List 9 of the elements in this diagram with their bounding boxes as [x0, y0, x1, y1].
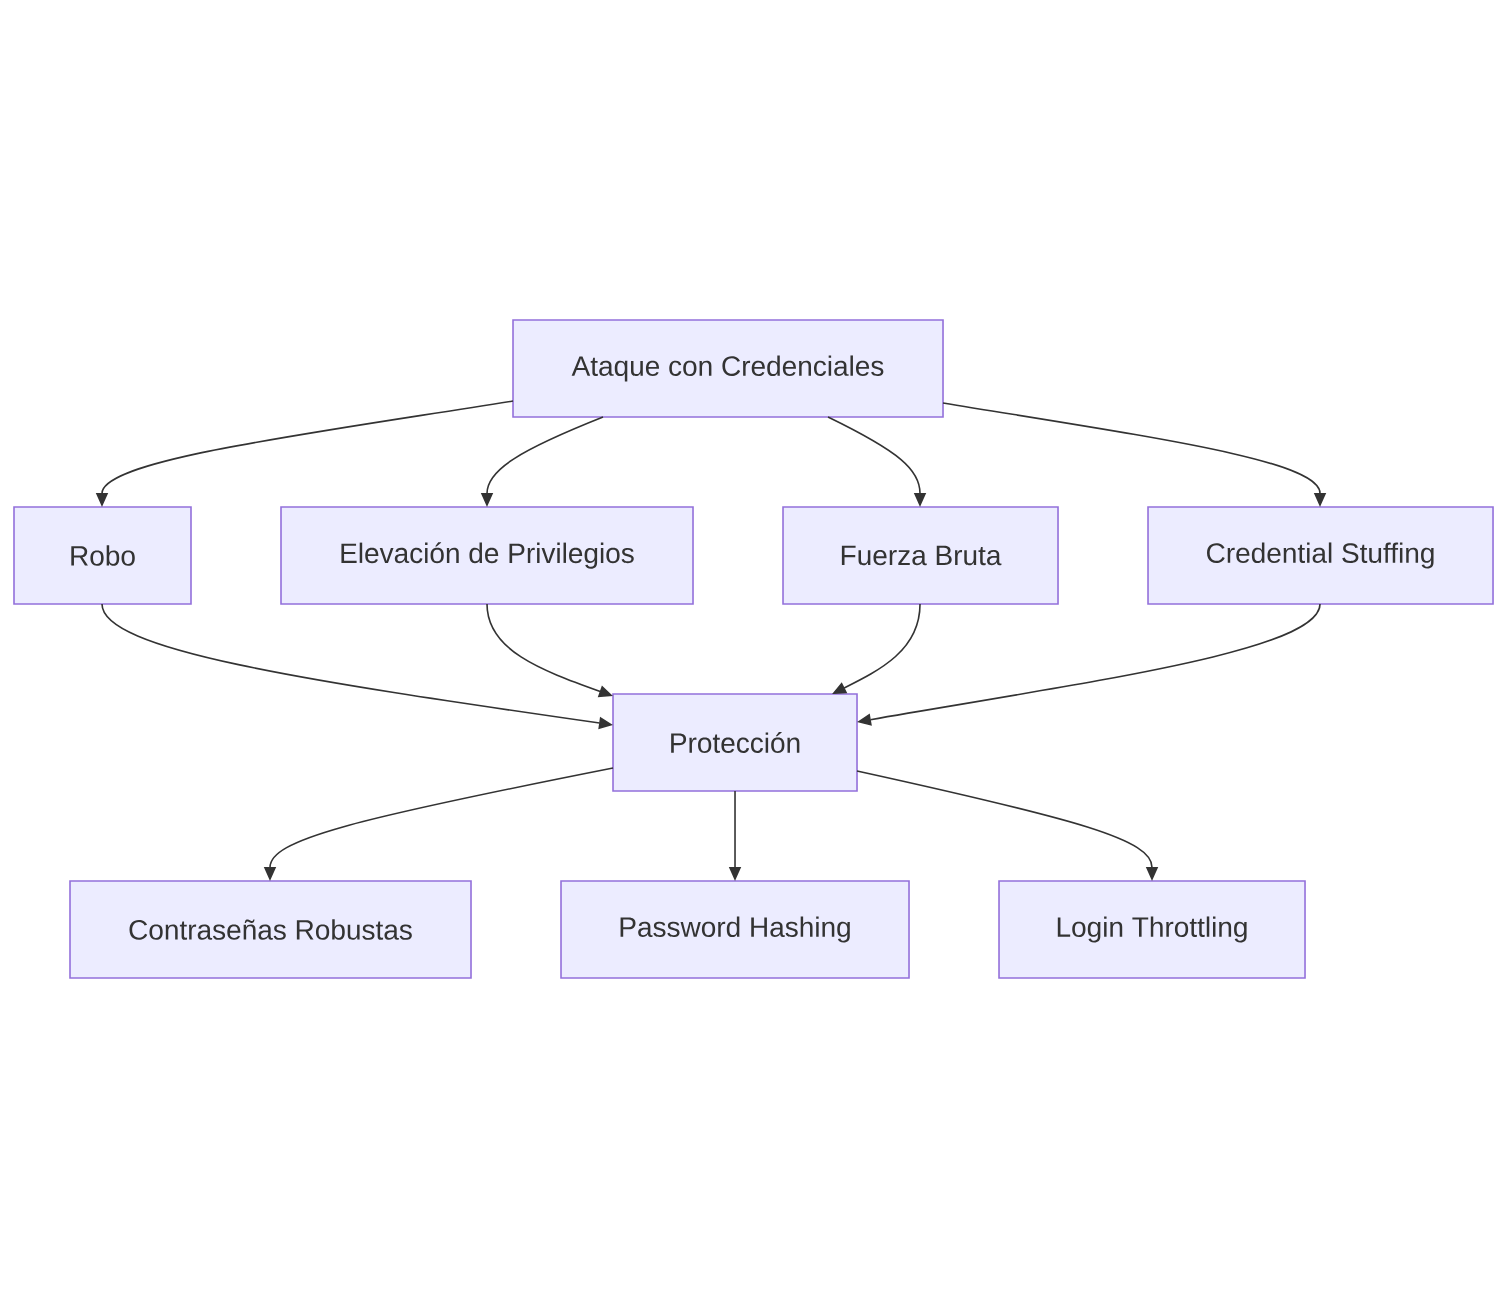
- process-box: Fuerza Bruta: [782, 506, 1059, 605]
- process-box: Contraseñas Robustas: [69, 880, 472, 979]
- process-box: Password Hashing: [560, 880, 910, 979]
- process-box: Robo: [13, 506, 192, 605]
- process-box: Elevación de Privilegios: [280, 506, 694, 605]
- process-box: Credential Stuffing: [1147, 506, 1494, 605]
- process-box: Ataque con Credenciales: [512, 319, 944, 418]
- process-box: Login Throttling: [998, 880, 1306, 979]
- process-box: Protección: [612, 693, 858, 792]
